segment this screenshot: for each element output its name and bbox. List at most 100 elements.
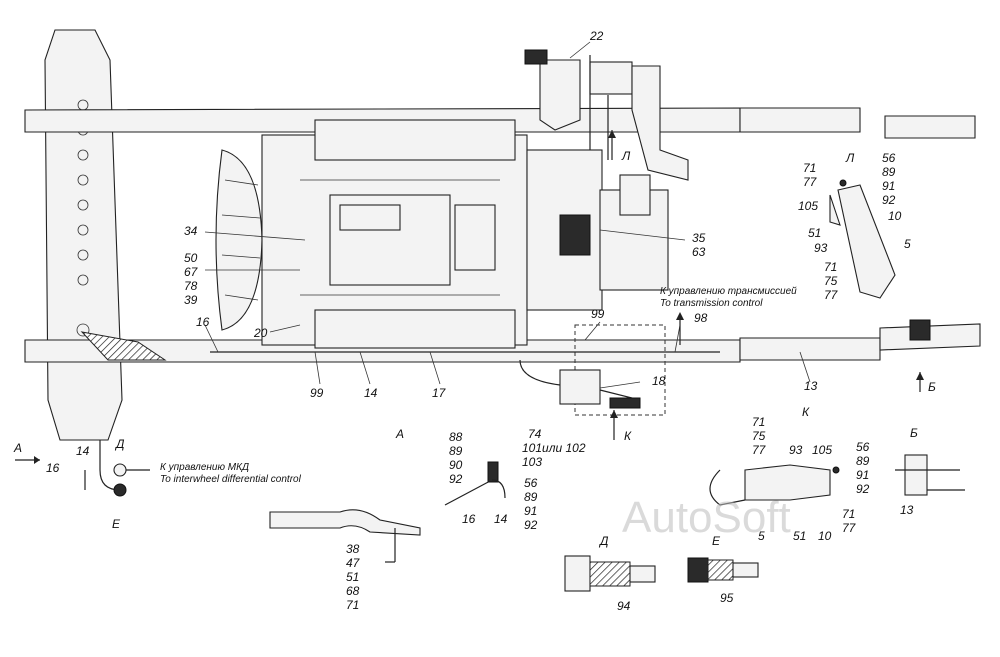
view-k-71b: 71: [842, 507, 855, 521]
view-e-pipe: [732, 562, 759, 578]
view-e-body: [707, 559, 734, 581]
view-e-detail: [687, 557, 759, 583]
left-label-14: 14: [76, 444, 90, 458]
left-label-16: 16: [46, 461, 60, 475]
view-k-91: 91: [856, 468, 869, 482]
view-l-56: 56: [882, 151, 896, 165]
view-l-91: 91: [882, 179, 895, 193]
frame-hole: [76, 323, 90, 337]
frame-gusset: [80, 331, 167, 361]
view-l-77: 77: [803, 175, 818, 189]
view-a-56: 56: [524, 476, 538, 490]
view-b-labels: Б 13: [900, 426, 918, 517]
engine-assembly: [215, 49, 689, 416]
frame-hole: [77, 224, 89, 236]
view-e-95: 95: [720, 591, 734, 605]
view-a-90: 90: [449, 458, 463, 472]
view-l-71: 71: [803, 161, 816, 175]
view-k-77: 77: [752, 443, 767, 457]
view-a-labels: A 88 89 90 92 74 101или 102 103 56 89 91…: [346, 427, 586, 612]
view-k-89: 89: [856, 454, 870, 468]
note-mkd-ru: К управлению МКД: [160, 462, 249, 473]
view-l-92: 92: [882, 193, 896, 207]
view-k-93: 93: [789, 443, 803, 457]
view-l-93: 93: [814, 241, 828, 255]
view-k-92: 92: [856, 482, 870, 496]
view-d-pipe: [629, 565, 656, 583]
frame-hole: [77, 274, 89, 286]
view-d-detail: [564, 555, 656, 592]
label-13: 13: [804, 379, 818, 393]
view-l-75: 75: [824, 274, 838, 288]
view-b-13: 13: [900, 503, 914, 517]
view-b-valve: [904, 454, 928, 496]
view-a-91: 91: [524, 504, 537, 518]
view-a-fitting: [487, 461, 499, 483]
view-l-77b: 77: [824, 288, 839, 302]
label-99: 99: [310, 386, 324, 400]
view-l-89: 89: [882, 165, 896, 179]
view-k-5: 5: [758, 529, 765, 543]
gearbox-cover: [559, 214, 591, 256]
view-a-detail: [269, 461, 506, 563]
exhaust-pipe: [631, 65, 689, 181]
label-20: 20: [253, 326, 268, 340]
watermark: AutoSoft: [622, 493, 791, 542]
leader-lines: [204, 41, 811, 389]
view-a-92: 92: [449, 472, 463, 486]
mkd-fitting: [113, 463, 150, 497]
view-e-title: E: [712, 534, 721, 548]
view-e-nut: [687, 557, 709, 583]
gearbox-valve: [619, 174, 651, 216]
frame-hole: [77, 249, 89, 261]
view-k-75: 75: [752, 429, 766, 443]
view-a-title: A: [395, 427, 404, 441]
arrow-a-label: A: [13, 441, 22, 455]
view-k-labels: К 71 75 77 93 105 56 89 91 92 71 77 5 51…: [752, 405, 870, 543]
valve-fitting: [609, 397, 641, 409]
view-d-94: 94: [617, 599, 631, 613]
view-k-detail: [709, 464, 840, 506]
view-a-51: 51: [346, 570, 359, 584]
label-22: 22: [589, 29, 604, 43]
view-a-101: 101или 102: [522, 441, 586, 455]
cylinder-heads-bottom: [314, 309, 516, 349]
view-a-88: 88: [449, 430, 463, 444]
view-a-103: 103: [522, 455, 542, 469]
view-k-10: 10: [818, 529, 832, 543]
label-67: 67: [184, 265, 199, 279]
view-l-detail: [829, 179, 896, 299]
view-l-title: Л: [845, 151, 855, 165]
frame-hole: [77, 149, 89, 161]
view-a-14: 14: [494, 512, 508, 526]
view-k-56: 56: [856, 440, 870, 454]
view-d-e-labels: Д 94 E 95: [598, 534, 734, 613]
view-k-71: 71: [752, 415, 765, 429]
label-39: 39: [184, 293, 198, 307]
fan: [215, 149, 263, 331]
view-k-77b: 77: [842, 521, 857, 535]
direction-arrows: [15, 130, 924, 464]
view-arrow-k: К: [624, 429, 632, 443]
bottom-frame-rail-rear: [739, 337, 881, 361]
view-l-valve: [837, 184, 896, 299]
note-transmission-en: To transmission control: [660, 298, 763, 309]
label-18: 18: [652, 374, 666, 388]
label-17: 17: [432, 386, 447, 400]
left-label-d: Д: [114, 437, 125, 451]
air-pipe-flange: [589, 61, 633, 95]
view-k-title: К: [802, 405, 810, 419]
view-arrow-l: Л: [621, 149, 631, 163]
view-l-51: 51: [808, 226, 821, 240]
view-a-89: 89: [449, 444, 463, 458]
view-d-title: Д: [598, 534, 609, 548]
label-78: 78: [184, 279, 198, 293]
view-l-10: 10: [888, 209, 902, 223]
view-l-labels: Л 71 77 105 51 93 56 89 91 92 10 5 71 75…: [798, 151, 911, 302]
label-34: 34: [184, 224, 198, 238]
air-valve-18: [559, 369, 601, 405]
view-a-71: 71: [346, 598, 359, 612]
view-k-105: 105: [812, 443, 832, 457]
label-98: 98: [694, 311, 708, 325]
